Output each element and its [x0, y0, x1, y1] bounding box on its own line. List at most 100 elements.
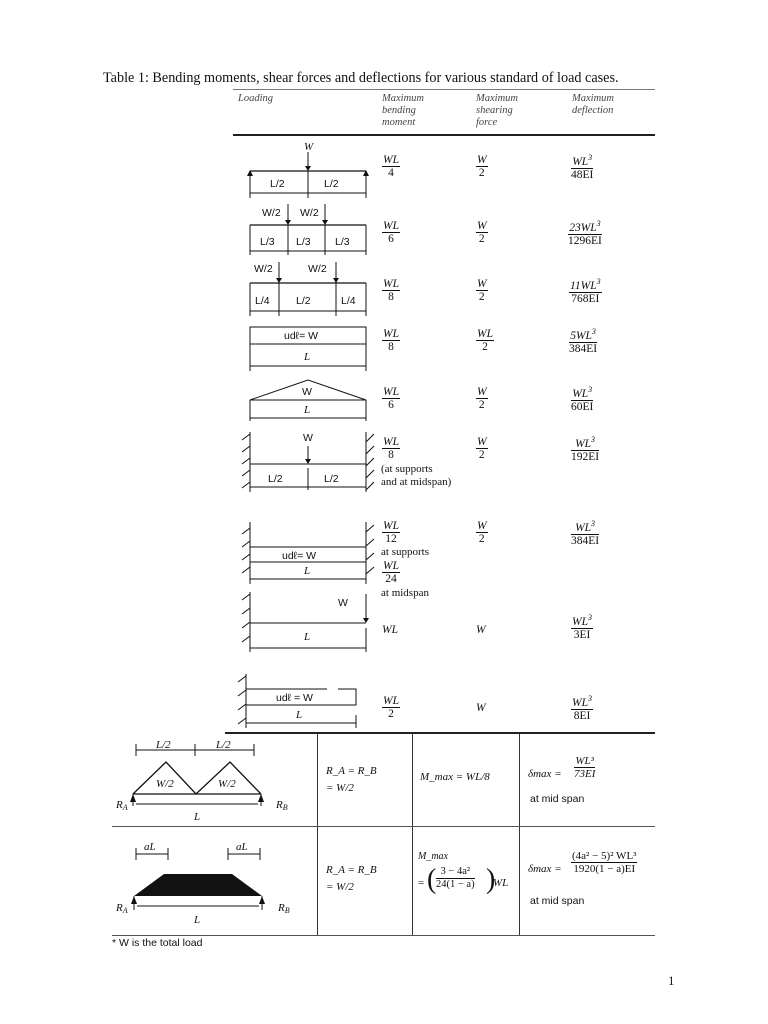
- footnote: * W is the total load: [112, 937, 203, 949]
- svg-text:L/3: L/3: [335, 236, 350, 248]
- diagram-fixed-udl: udℓ= W L: [241, 522, 375, 584]
- svg-text:L/2: L/2: [270, 178, 285, 190]
- diagram-cantilever-udl: udℓ = W L: [237, 674, 357, 728]
- header-top-rule: [233, 89, 655, 90]
- svg-text:L/4: L/4: [255, 295, 270, 307]
- diagram-udl-simply-supported: udℓ= W L: [249, 326, 367, 371]
- lower-row-2-moment-paren-left: (: [427, 864, 437, 895]
- lower-row-2-moment-paren-right: ): [486, 864, 496, 895]
- svg-text:RB: RB: [277, 902, 290, 915]
- svg-text:L: L: [303, 351, 310, 363]
- diagram-two-loads-quarters: W/2 W/2 L/4 L/2 L/4: [249, 262, 367, 316]
- svg-text:aL: aL: [236, 841, 248, 853]
- table-divider-rule: [225, 732, 655, 734]
- diagram-triangular-load: W L: [249, 379, 367, 421]
- svg-text:L: L: [303, 631, 310, 643]
- svg-text:L: L: [303, 404, 310, 416]
- svg-text:W: W: [338, 597, 348, 609]
- moment-row-7-note-midspan: at midspan: [381, 587, 429, 599]
- lower-row-2-moment-eq: =: [418, 877, 425, 889]
- moment-row-7-note-supports: at supports: [381, 546, 429, 558]
- lower-row-2-deflection-lhs: δmax =: [528, 863, 562, 875]
- svg-text:L/3: L/3: [296, 236, 311, 248]
- svg-text:L/2: L/2: [296, 295, 311, 307]
- header-shear: Maximum shearing force: [476, 93, 518, 128]
- svg-text:L: L: [303, 565, 310, 577]
- svg-text:udℓ = W: udℓ = W: [276, 692, 313, 704]
- lower-row-divider: [112, 826, 655, 827]
- svg-text:W/2: W/2: [218, 778, 236, 790]
- lower-row-2-note: at mid span: [530, 895, 585, 907]
- diagram-point-load-center: W L/2 L/2: [247, 141, 369, 198]
- header-moment: Maximum bending moment: [382, 93, 424, 128]
- lower-col-divider-2: [412, 734, 413, 936]
- svg-text:L: L: [193, 914, 200, 926]
- header-bottom-rule: [233, 134, 655, 136]
- svg-text:L/2: L/2: [268, 473, 283, 485]
- diagram-double-triangular-load: L/2 L/2 W/2 W/2 RA RB L: [115, 739, 288, 823]
- svg-text:L/2: L/2: [324, 473, 339, 485]
- svg-text:udℓ= W: udℓ= W: [284, 330, 318, 342]
- moment-row-8: WL: [382, 624, 398, 636]
- svg-text:W/2: W/2: [262, 207, 281, 219]
- header-deflection: Maximum deflection: [572, 93, 614, 116]
- svg-text:W: W: [304, 141, 314, 153]
- svg-text:W/2: W/2: [254, 263, 273, 275]
- svg-text:L/4: L/4: [341, 295, 356, 307]
- diagram-two-loads-thirds: W/2 W/2 L/3 L/3 L/3: [249, 204, 367, 255]
- svg-text:L/2: L/2: [215, 739, 231, 751]
- lower-row-1-moment: M_max = WL/8: [420, 771, 490, 783]
- svg-text:W/2: W/2: [156, 778, 174, 790]
- diagram-fixed-point-load: W L/2 L/2: [241, 432, 375, 492]
- svg-text:L/2: L/2: [155, 739, 171, 751]
- svg-text:RB: RB: [275, 799, 288, 812]
- diagram-trapezoidal-load: aL aL RA RB L: [115, 841, 290, 926]
- svg-text:W: W: [302, 386, 312, 398]
- shear-row-8: W: [476, 624, 486, 636]
- svg-text:W: W: [303, 432, 313, 444]
- svg-text:RA: RA: [115, 799, 128, 812]
- svg-text:L/2: L/2: [324, 178, 339, 190]
- header-loading: Loading: [238, 93, 274, 104]
- table-caption: Table 1: Bending moments, shear forces a…: [103, 70, 619, 86]
- lower-row-2-moment-label: M_max: [418, 851, 448, 862]
- lower-col-divider-3: [519, 734, 520, 936]
- lower-row-1-deflection-lhs: δmax =: [528, 768, 562, 780]
- svg-text:W/2: W/2: [300, 207, 319, 219]
- diagram-cantilever-point-load: W L: [241, 592, 369, 652]
- svg-text:W/2: W/2: [308, 263, 327, 275]
- svg-text:aL: aL: [144, 841, 156, 853]
- svg-text:udℓ= W: udℓ= W: [282, 550, 316, 562]
- svg-text:L/3: L/3: [260, 236, 275, 248]
- lower-row-1-reactions: R_A = R_B= W/2: [326, 765, 377, 794]
- svg-text:RA: RA: [115, 902, 128, 915]
- lower-row-2-reactions: R_A = R_B= W/2: [326, 864, 377, 893]
- lower-row-1-note: at mid span: [530, 793, 585, 805]
